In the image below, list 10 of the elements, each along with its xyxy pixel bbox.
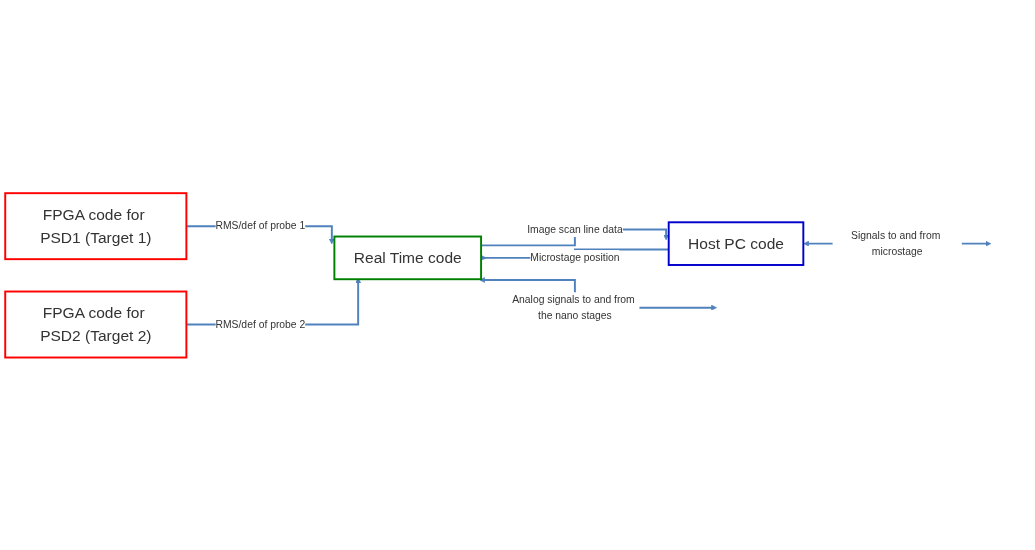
edge-label: RMS/def of probe 2 <box>215 318 306 330</box>
edge-label: Analog signals to and from the nano stages <box>512 293 635 321</box>
edge-label: Microstage position <box>530 251 620 263</box>
node-box: FPGA code for PSD1 (Target 1) <box>4 191 188 260</box>
node-box: Host PC code <box>667 221 805 266</box>
edge-label: Image scan line data <box>527 223 623 235</box>
node-box: Real Time code <box>333 235 483 280</box>
edge-label: Signals to and from microstage <box>851 229 941 257</box>
node-box: FPGA code for PSD2 (Target 2) <box>4 290 188 359</box>
edge-label: RMS/def of probe 1 <box>215 220 306 231</box>
